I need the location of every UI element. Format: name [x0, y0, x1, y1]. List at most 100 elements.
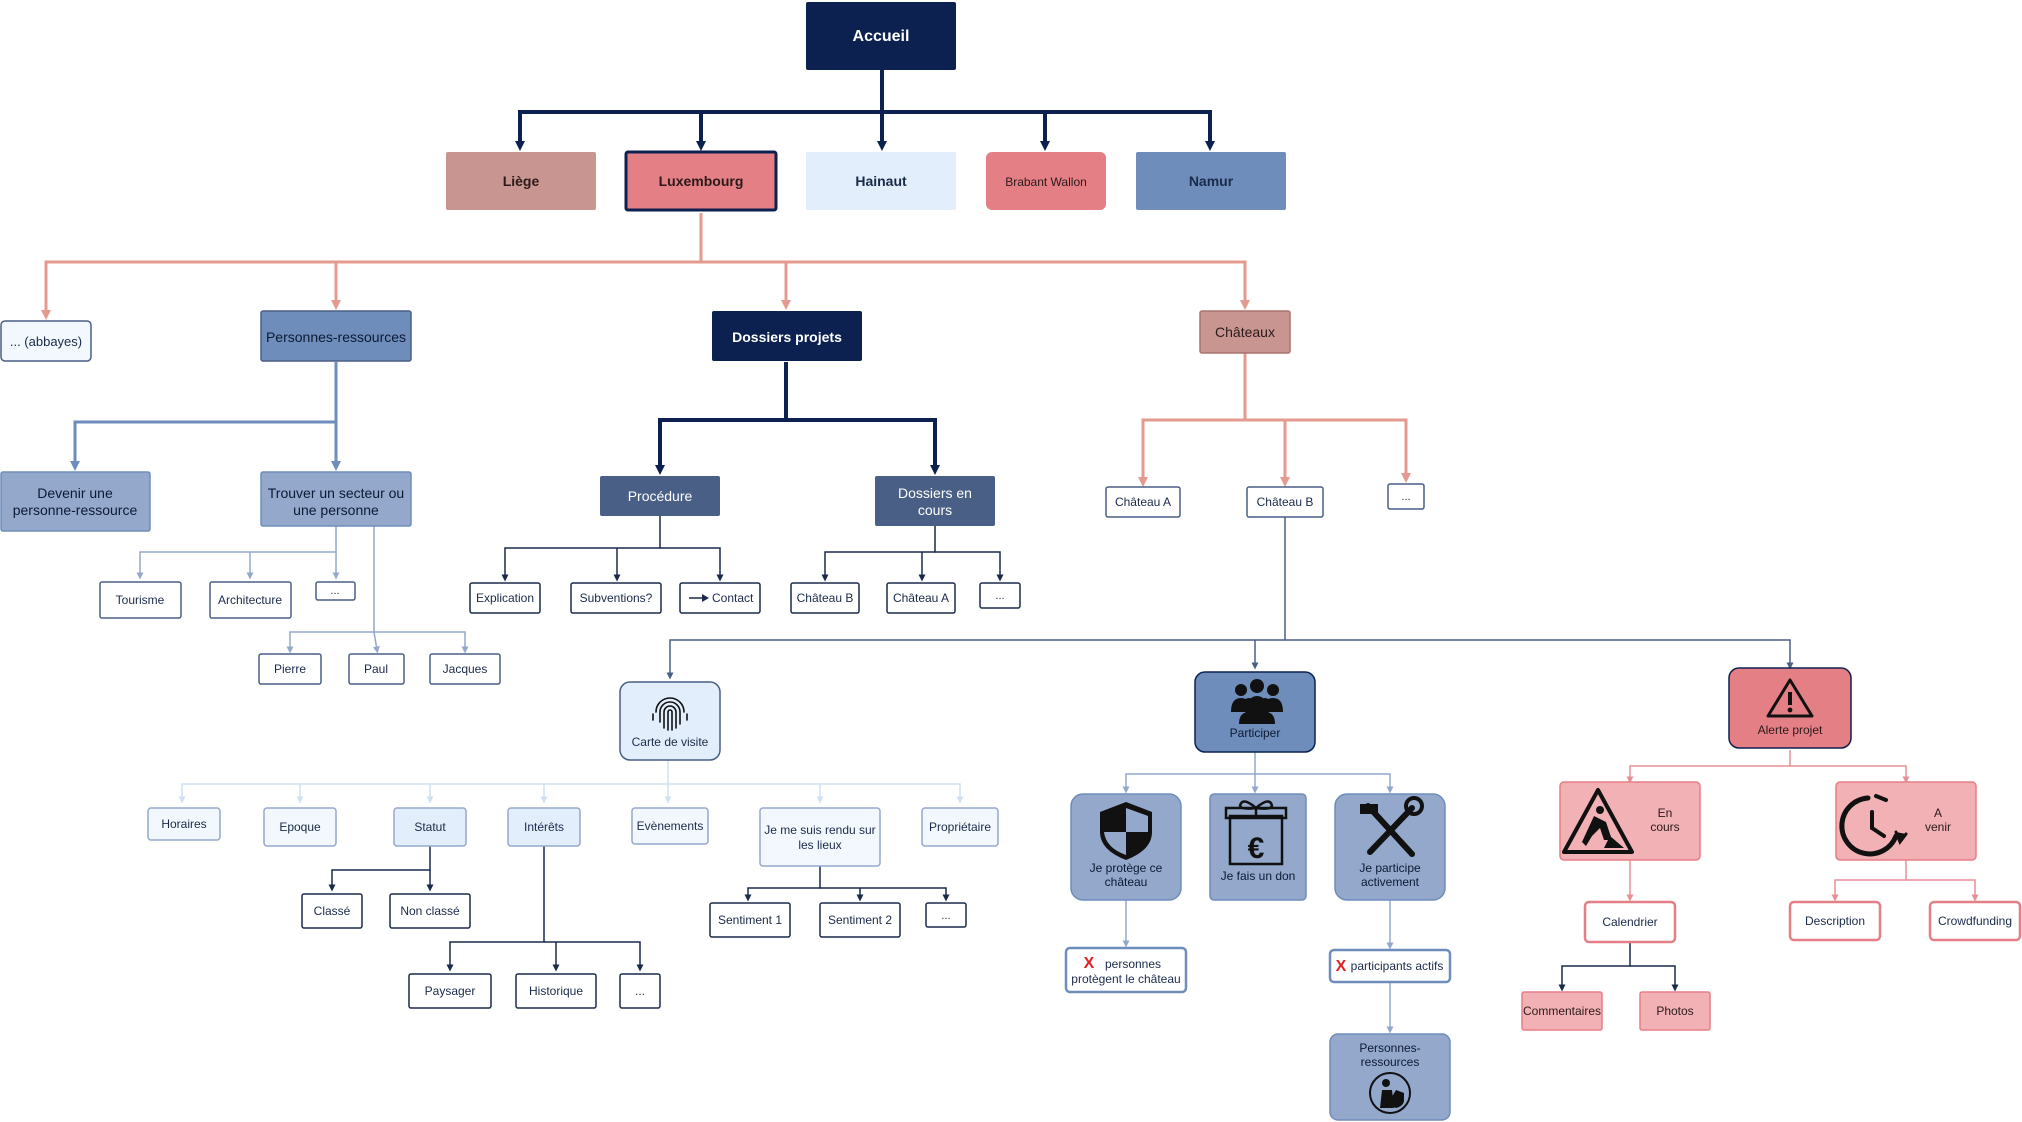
- node-evenements[interactable]: Evènements: [631, 807, 709, 845]
- node-dc-chateau-b[interactable]: Château B: [790, 582, 860, 614]
- node-chateau-b[interactable]: Château B: [1246, 486, 1324, 518]
- svg-text:Jacques: Jacques: [443, 662, 488, 676]
- node-non-classe[interactable]: Non classé: [389, 893, 471, 929]
- node-calendrier[interactable]: Calendrier: [1583, 900, 1677, 944]
- svg-text:Pierre: Pierre: [274, 662, 306, 676]
- node-abbayes[interactable]: ... (abbayes): [0, 320, 92, 362]
- svg-text:Non classé: Non classé: [400, 904, 460, 918]
- svg-text:Paul: Paul: [364, 662, 388, 676]
- node-commentaires[interactable]: Commentaires: [1521, 991, 1603, 1031]
- svg-text:Château B: Château B: [1257, 495, 1314, 509]
- node-pierre[interactable]: Pierre: [258, 653, 322, 685]
- node-participer[interactable]: Participer: [1194, 671, 1316, 753]
- svg-text:venir: venir: [1925, 820, 1951, 834]
- node-rendu-sur-les-lieux[interactable]: Je me suis rendu sur les lieux: [759, 807, 881, 867]
- node-dossiers-projets[interactable]: Dossiers projets: [712, 311, 862, 361]
- node-a-venir[interactable]: A venir: [1835, 781, 1977, 861]
- svg-text:Tourisme: Tourisme: [116, 593, 165, 607]
- node-dc-chateau-a[interactable]: Château A: [886, 582, 956, 614]
- svg-text:Je fais un don: Je fais un don: [1221, 869, 1296, 883]
- node-sentiment-1[interactable]: Sentiment 1: [709, 902, 791, 938]
- svg-text:Description: Description: [1805, 914, 1865, 928]
- svg-text:Personnes-: Personnes-: [1359, 1041, 1420, 1055]
- svg-text:Château B: Château B: [797, 591, 854, 605]
- hammer-head-icon: [1360, 804, 1378, 814]
- node-sentiment-2[interactable]: Sentiment 2: [819, 902, 901, 938]
- svg-text:Château A: Château A: [893, 591, 949, 605]
- svg-text:château: château: [1105, 875, 1148, 889]
- svg-text:Calendrier: Calendrier: [1602, 915, 1657, 929]
- arrow-right-icon: [689, 594, 709, 602]
- node-procedure[interactable]: Procédure: [600, 476, 720, 516]
- node-photos[interactable]: Photos: [1639, 991, 1711, 1031]
- node-statut[interactable]: Statut: [393, 807, 467, 847]
- svg-text:personnes: personnes: [1105, 957, 1161, 971]
- node-brabant-wallon[interactable]: Brabant Wallon: [986, 152, 1106, 210]
- node-historique[interactable]: Historique: [515, 973, 597, 1009]
- svg-text:Devenir une: Devenir une: [37, 485, 113, 501]
- node-classe[interactable]: Classé: [301, 893, 363, 929]
- svg-text:Je participe: Je participe: [1359, 861, 1421, 875]
- node-architecture[interactable]: Architecture: [209, 581, 292, 619]
- node-alerte-projet[interactable]: Alerte projet: [1728, 667, 1852, 749]
- node-paysager[interactable]: Paysager: [408, 973, 492, 1009]
- node-liege[interactable]: Liège: [446, 152, 596, 210]
- node-devenir-personne-ressource[interactable]: Devenir une personne-ressource: [0, 471, 151, 532]
- node-chateau-a[interactable]: Château A: [1105, 486, 1181, 518]
- node-participe-activement[interactable]: Je participe activement: [1334, 793, 1446, 901]
- svg-text:Alerte projet: Alerte projet: [1758, 723, 1823, 737]
- node-chateaux-more[interactable]: ...: [1387, 483, 1425, 510]
- svg-text:En: En: [1658, 806, 1673, 820]
- node-proprietaire[interactable]: Propriétaire: [921, 807, 999, 847]
- node-sentiment-more[interactable]: ...: [925, 902, 967, 928]
- node-pr-more[interactable]: ...: [315, 581, 356, 601]
- node-trouver-secteur[interactable]: Trouver un secteur ou une personne: [260, 471, 412, 527]
- node-contact[interactable]: Contact: [679, 582, 761, 614]
- node-carte-de-visite[interactable]: Carte de visite: [619, 681, 721, 761]
- node-dc-more[interactable]: ...: [979, 582, 1021, 609]
- svg-text:Evènements: Evènements: [637, 819, 704, 833]
- node-chateaux[interactable]: Châteaux: [1199, 310, 1291, 354]
- node-personnes-ressources[interactable]: Personnes-ressources: [260, 310, 412, 362]
- node-participants-actifs[interactable]: X participants actifs: [1328, 948, 1452, 984]
- node-luxembourg[interactable]: Luxembourg: [624, 150, 778, 212]
- euro-icon: €: [1248, 832, 1265, 865]
- node-protege-chateau[interactable]: Je protège ce château: [1070, 793, 1182, 901]
- node-epoque[interactable]: Epoque: [263, 807, 337, 847]
- node-interets[interactable]: Intérêts: [507, 807, 581, 847]
- svg-text:...: ...: [995, 590, 1004, 602]
- node-horaires[interactable]: Horaires: [147, 807, 221, 841]
- svg-text:Sentiment 1: Sentiment 1: [718, 913, 782, 927]
- node-namur[interactable]: Namur: [1136, 152, 1286, 210]
- node-accueil-label: Accueil: [853, 28, 910, 45]
- node-crowdfunding[interactable]: Crowdfunding: [1928, 900, 2022, 942]
- node-accueil[interactable]: Accueil: [806, 2, 956, 70]
- svg-text:Historique: Historique: [529, 984, 583, 998]
- node-explication[interactable]: Explication: [469, 582, 541, 614]
- svg-text:Liège: Liège: [503, 173, 540, 189]
- svg-text:Châteaux: Châteaux: [1215, 324, 1275, 340]
- node-description[interactable]: Description: [1788, 900, 1882, 942]
- svg-text:Dossiers projets: Dossiers projets: [732, 329, 842, 345]
- node-fais-un-don[interactable]: € Je fais un don: [1209, 793, 1307, 901]
- node-tourisme[interactable]: Tourisme: [99, 581, 182, 619]
- svg-text:Epoque: Epoque: [279, 820, 321, 834]
- svg-text:Sentiment 2: Sentiment 2: [828, 913, 892, 927]
- svg-text:Architecture: Architecture: [218, 593, 282, 607]
- node-personnes-protegent[interactable]: X personnes protègent le château: [1064, 946, 1188, 994]
- svg-text:une personne: une personne: [293, 502, 379, 518]
- node-personnes-ressources-2[interactable]: Personnes- ressources: [1329, 1033, 1451, 1121]
- node-hainaut[interactable]: Hainaut: [806, 152, 956, 210]
- node-en-cours[interactable]: En cours: [1559, 781, 1701, 861]
- svg-text:Participer: Participer: [1230, 726, 1281, 740]
- svg-text:Château A: Château A: [1115, 495, 1171, 509]
- node-interets-more[interactable]: ...: [619, 973, 661, 1009]
- svg-text:Explication: Explication: [476, 591, 534, 605]
- svg-text:... (abbayes): ... (abbayes): [10, 334, 82, 349]
- construction-sign-icon: [1562, 788, 1634, 854]
- node-subventions[interactable]: Subventions?: [570, 582, 662, 614]
- svg-text:...: ...: [1401, 491, 1410, 503]
- node-dossiers-en-cours[interactable]: Dossiers en cours: [875, 476, 995, 526]
- node-paul[interactable]: Paul: [348, 653, 405, 685]
- node-jacques[interactable]: Jacques: [429, 653, 501, 685]
